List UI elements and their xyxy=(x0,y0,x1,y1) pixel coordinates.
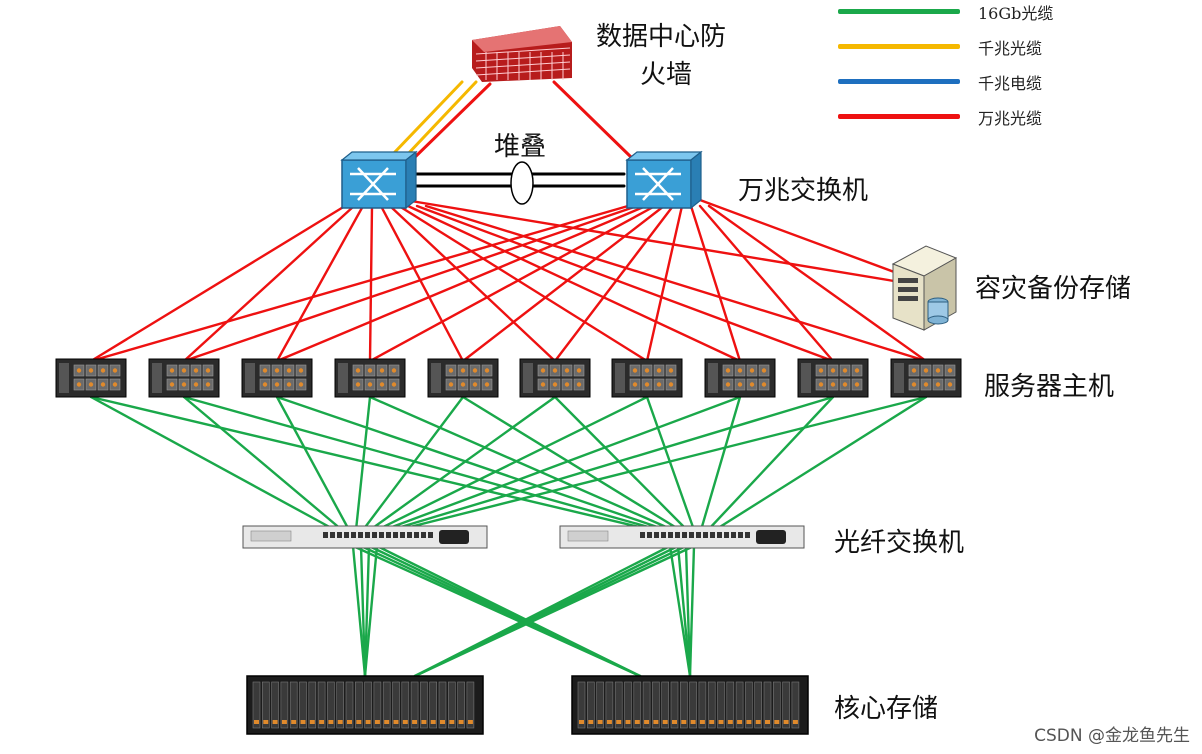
link-switch1-server xyxy=(415,204,835,363)
link-switch1-server xyxy=(406,204,742,363)
link-switch1-server xyxy=(397,204,649,363)
link-switch1-server xyxy=(368,204,374,363)
fibre-channel-switch-icon xyxy=(559,525,805,549)
link-server-fc2 xyxy=(699,395,742,532)
rack-server-icon xyxy=(334,358,406,398)
link-switch2-server xyxy=(707,204,928,363)
legend-label: 16Gb光缆 xyxy=(978,4,1054,23)
rack-server-icon xyxy=(519,358,591,398)
tengig-switch-label: 万兆交换机 xyxy=(738,176,869,206)
link-server-fc1 xyxy=(182,395,344,532)
link-fc1-storage1 xyxy=(363,544,371,678)
link-server-fc2 xyxy=(461,395,682,532)
legend-label: 千兆光缆 xyxy=(978,39,1043,58)
rack-server-icon xyxy=(241,358,313,398)
legend-label: 千兆电缆 xyxy=(978,74,1043,93)
link-fc2-storage2 xyxy=(676,544,692,678)
legend-item-gigabit-cable: 千兆电缆 xyxy=(838,70,1138,93)
storage-array-icon xyxy=(571,675,809,735)
rack-server-icon xyxy=(704,358,776,398)
link-fc1-storage1 xyxy=(359,544,367,678)
legend-swatch xyxy=(838,114,960,119)
core-storage-label: 核心存储 xyxy=(834,694,939,724)
rack-server-icon xyxy=(55,358,127,398)
link-switch1-server xyxy=(424,204,928,363)
rack-server-icon xyxy=(797,358,869,398)
link-switch2-server xyxy=(182,204,639,363)
link-fc2-storage1 xyxy=(413,544,696,678)
backup-storage-label: 容灾备份存储 xyxy=(975,274,1132,304)
link-switch2-server xyxy=(689,204,742,363)
link-server-fc1 xyxy=(389,395,835,532)
link-server-fc2 xyxy=(368,395,675,532)
stack-label: 堆叠 xyxy=(494,132,547,162)
link-switch2-server xyxy=(368,204,657,363)
rack-server-icon xyxy=(427,358,499,398)
link-switch2-server xyxy=(553,204,675,363)
link-server-fc2 xyxy=(89,395,654,532)
server-tower-icon xyxy=(891,245,958,331)
rack-server-icon xyxy=(890,358,962,398)
link-switch1-server xyxy=(379,204,465,363)
legend-label: 万兆光缆 xyxy=(978,109,1043,128)
link-switch1-server xyxy=(182,204,356,363)
legend-item-10g-fiber: 万兆光缆 xyxy=(838,105,1138,128)
link-fc2-storage2 xyxy=(684,544,692,678)
network-switch-icon xyxy=(340,150,418,210)
firewall-uplink-10g-fiber xyxy=(410,82,492,162)
rack-server-icon xyxy=(148,358,220,398)
link-switch1-backup xyxy=(403,198,902,284)
link-server-fc1 xyxy=(275,395,351,532)
link-switch2-backup xyxy=(698,198,907,278)
fc-switch-label: 光纤交换机 xyxy=(834,528,965,558)
firewall-uplink-gigabit-fiber xyxy=(391,80,464,156)
stack-ellipse xyxy=(510,161,534,205)
firewall-label-line1: 数据中心防 xyxy=(596,22,727,52)
link-switch1-server xyxy=(89,204,347,363)
link-fc2-storage2 xyxy=(668,544,692,678)
link-switch1-server xyxy=(388,204,557,363)
link-server-fc2 xyxy=(553,395,689,532)
link-server-fc2 xyxy=(706,395,835,532)
link-fc2-storage2 xyxy=(688,544,696,678)
firewall-label-line2: 火墙 xyxy=(640,60,693,90)
legend-item-16gb-fiber: 16Gb光缆 xyxy=(838,0,1138,23)
link-switch2-server xyxy=(89,204,630,363)
firewall-uplink-10g-fiber xyxy=(552,80,634,160)
legend-swatch xyxy=(838,79,960,84)
link-server-fc2 xyxy=(713,395,928,532)
link-switch2-server xyxy=(698,204,835,363)
link-server-fc1 xyxy=(361,395,465,532)
link-server-fc2 xyxy=(182,395,661,532)
link-switch2-server xyxy=(461,204,666,363)
legend-swatch xyxy=(838,9,960,14)
legend-item-gigabit-fiber: 千兆光缆 xyxy=(838,35,1138,58)
link-server-fc1 xyxy=(354,395,372,532)
firewall-uplink-gigabit-fiber xyxy=(404,80,478,158)
watermark: CSDN @金龙鱼先生 xyxy=(1034,726,1190,746)
link-server-fc1 xyxy=(368,395,557,532)
link-fc1-storage1 xyxy=(351,544,367,678)
link-server-fc1 xyxy=(375,395,649,532)
rack-server-icon xyxy=(611,358,683,398)
link-switch2-server xyxy=(645,204,684,363)
link-server-fc1 xyxy=(382,395,742,532)
legend-swatch xyxy=(838,44,960,49)
link-server-fc1 xyxy=(396,395,928,532)
link-fc1-storage1 xyxy=(363,544,379,678)
link-switch2-server xyxy=(275,204,648,363)
network-switch-icon xyxy=(625,150,703,210)
link-server-fc2 xyxy=(275,395,668,532)
link-server-fc2 xyxy=(645,395,696,532)
fibre-channel-switch-icon xyxy=(242,525,488,549)
link-server-fc1 xyxy=(89,395,337,532)
firewall-icon xyxy=(472,26,572,82)
servers-label: 服务器主机 xyxy=(984,372,1115,402)
storage-array-icon xyxy=(246,675,484,735)
link-fc1-storage2 xyxy=(375,544,642,678)
link-switch1-server xyxy=(275,204,365,363)
